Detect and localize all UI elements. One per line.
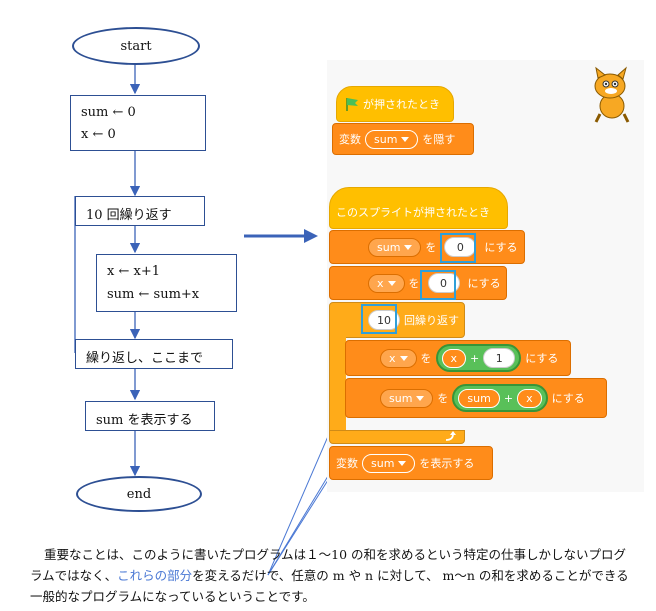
these-parts-link[interactable]: これらの部分 xyxy=(117,568,193,583)
end-terminal: end xyxy=(76,476,202,512)
add-operator-x-1[interactable]: x + 1 xyxy=(435,344,522,372)
repeat-block-foot xyxy=(329,430,465,444)
body1-op-b-val: 1 xyxy=(495,351,503,365)
set1-var-label: sum xyxy=(377,240,401,254)
show-suffix: を表示する xyxy=(419,457,475,470)
add-operator-sum-x[interactable]: sum + x xyxy=(452,384,548,412)
body2-wo: を xyxy=(437,392,449,405)
hide-variable-block[interactable]: 変数 sum を隠す xyxy=(332,123,474,155)
init-line-2: x ← 0 xyxy=(81,127,116,142)
set-x-increment-block[interactable]: x を x + 1 にする xyxy=(345,340,571,376)
body2-plus: + xyxy=(503,391,514,405)
repeat-block-arm xyxy=(329,336,346,432)
end-label: end xyxy=(126,486,152,502)
body2-op-a[interactable]: sum xyxy=(458,388,500,408)
display-box: sum を表示する xyxy=(85,401,215,431)
init-line-1: sum ← 0 xyxy=(81,105,136,120)
hide-suffix: を隠す xyxy=(422,133,456,146)
init-process-box: sum ← 0 x ← 0 xyxy=(70,95,206,151)
body-line-2: sum ← sum+x xyxy=(107,287,200,302)
sprite-clicked-hat-block[interactable]: このスプライトが押されたとき xyxy=(329,187,508,229)
set2-suffix: にする xyxy=(467,277,501,290)
body1-suffix: にする xyxy=(525,352,559,365)
repeat-count-input[interactable]: 10 xyxy=(368,310,400,330)
highlight-repeat-count xyxy=(361,304,397,334)
loop-start-label: 10 回繰り返す xyxy=(86,208,172,223)
loop-start-box: 10 回繰り返す xyxy=(75,196,205,226)
body1-var-dropdown[interactable]: x xyxy=(380,348,417,368)
green-flag-hat-block[interactable]: が押されたとき xyxy=(336,86,454,122)
body2-op-b[interactable]: x xyxy=(517,388,542,408)
hide-var-label: sum xyxy=(374,132,398,146)
body2-var: sum xyxy=(389,391,413,405)
hide-prefix: 変数 xyxy=(339,133,361,146)
loop-body-box: x ← x+1 sum ← sum+x xyxy=(96,254,237,312)
start-label: start xyxy=(120,38,152,54)
body1-var: x xyxy=(389,351,396,365)
set-x-dropdown[interactable]: x xyxy=(368,273,405,293)
hide-var-dropdown[interactable]: sum xyxy=(365,129,419,149)
hat2-label: このスプライトが押されたとき xyxy=(336,206,490,219)
start-terminal: start xyxy=(72,27,200,65)
body2-suffix: にする xyxy=(551,392,585,405)
paragraph-part1: 重要なことは、このように書いたプログラムは１～10 の和を求めるという特定の仕事… xyxy=(30,547,627,583)
set1-suffix: にする xyxy=(484,241,518,254)
body1-plus: + xyxy=(470,351,480,365)
explanation-paragraph: 重要なことは、このように書いたプログラムは１～10 の和を求めるという特定の仕事… xyxy=(30,544,630,607)
highlight-sum-initial xyxy=(440,233,476,263)
loop-arrow-icon xyxy=(445,431,456,441)
show-var-label: sum xyxy=(371,456,395,470)
paragraph-part2: を変えるだけで、任意の m や n に対して、 m～n の和を求めることができる… xyxy=(30,568,629,604)
body1-op-b[interactable]: 1 xyxy=(483,348,516,368)
set-sum-accumulate-block[interactable]: sum を sum + x にする xyxy=(345,378,607,418)
highlight-x-initial xyxy=(420,270,456,300)
loop-end-box: 繰り返し、ここまで xyxy=(75,339,233,369)
set-x-value-input[interactable]: 0 xyxy=(427,273,460,293)
show-prefix: 変数 xyxy=(336,457,358,470)
body1-wo: を xyxy=(420,352,432,365)
set2-val: 0 xyxy=(440,276,448,290)
set2-var-label: x xyxy=(377,276,384,290)
show-variable-block[interactable]: 変数 sum を表示する xyxy=(329,446,493,480)
show-var-dropdown[interactable]: sum xyxy=(362,453,416,473)
body-line-1: x ← x+1 xyxy=(107,264,160,279)
green-flag-icon xyxy=(346,98,358,111)
scratch-cat-icon xyxy=(594,66,630,123)
body2-var-dropdown[interactable]: sum xyxy=(380,388,434,408)
hat1-label: が押されたとき xyxy=(363,98,440,111)
set-sum-dropdown[interactable]: sum xyxy=(368,237,422,257)
set2-wo: を xyxy=(408,277,420,290)
set1-val: 0 xyxy=(456,240,464,254)
set1-wo: を xyxy=(425,241,437,254)
display-label: sum を表示する xyxy=(96,413,193,428)
loop-end-label: 繰り返し、ここまで xyxy=(86,351,204,366)
repeat-block[interactable]: 10 回繰り返す xyxy=(329,302,465,338)
body1-op-a[interactable]: x xyxy=(441,348,467,368)
repeat-val: 10 xyxy=(377,313,391,327)
repeat-label: 回繰り返す xyxy=(404,314,459,327)
set-x-block[interactable]: x を 0 にする xyxy=(329,266,507,300)
set-sum-block[interactable]: sum を 0 にする xyxy=(329,230,525,264)
